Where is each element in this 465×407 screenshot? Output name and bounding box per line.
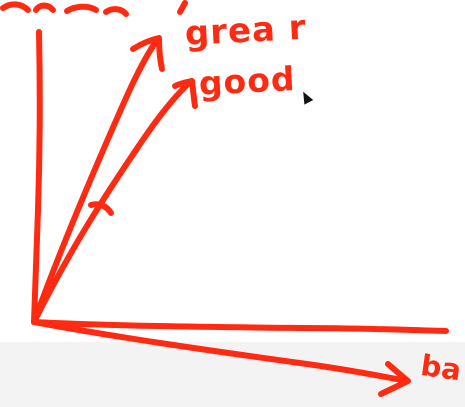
top-left-fragment-stroke [0, 1, 31, 13]
bad-vector-line [31, 319, 410, 384]
vertical-axis-line [31, 29, 43, 325]
top-left-fragment-stroke [33, 2, 56, 13]
top-left-fragment-stroke [64, 3, 99, 14]
angle-arc [88, 201, 114, 216]
top-left-fragment-stroke [103, 6, 129, 17]
great-vector-line [31, 36, 161, 325]
great-vector-arrowhead [130, 35, 165, 72]
top-left-fragment-stroke [177, 0, 188, 15]
good-vector-line [31, 79, 193, 325]
great-label: grea r [183, 7, 308, 54]
good-label: good [197, 58, 297, 103]
good-vector-arrowhead [172, 78, 198, 109]
horizontal-axis-line [31, 319, 449, 334]
bad-vector-arrowhead [378, 361, 411, 397]
bad-label: ba [418, 348, 464, 388]
